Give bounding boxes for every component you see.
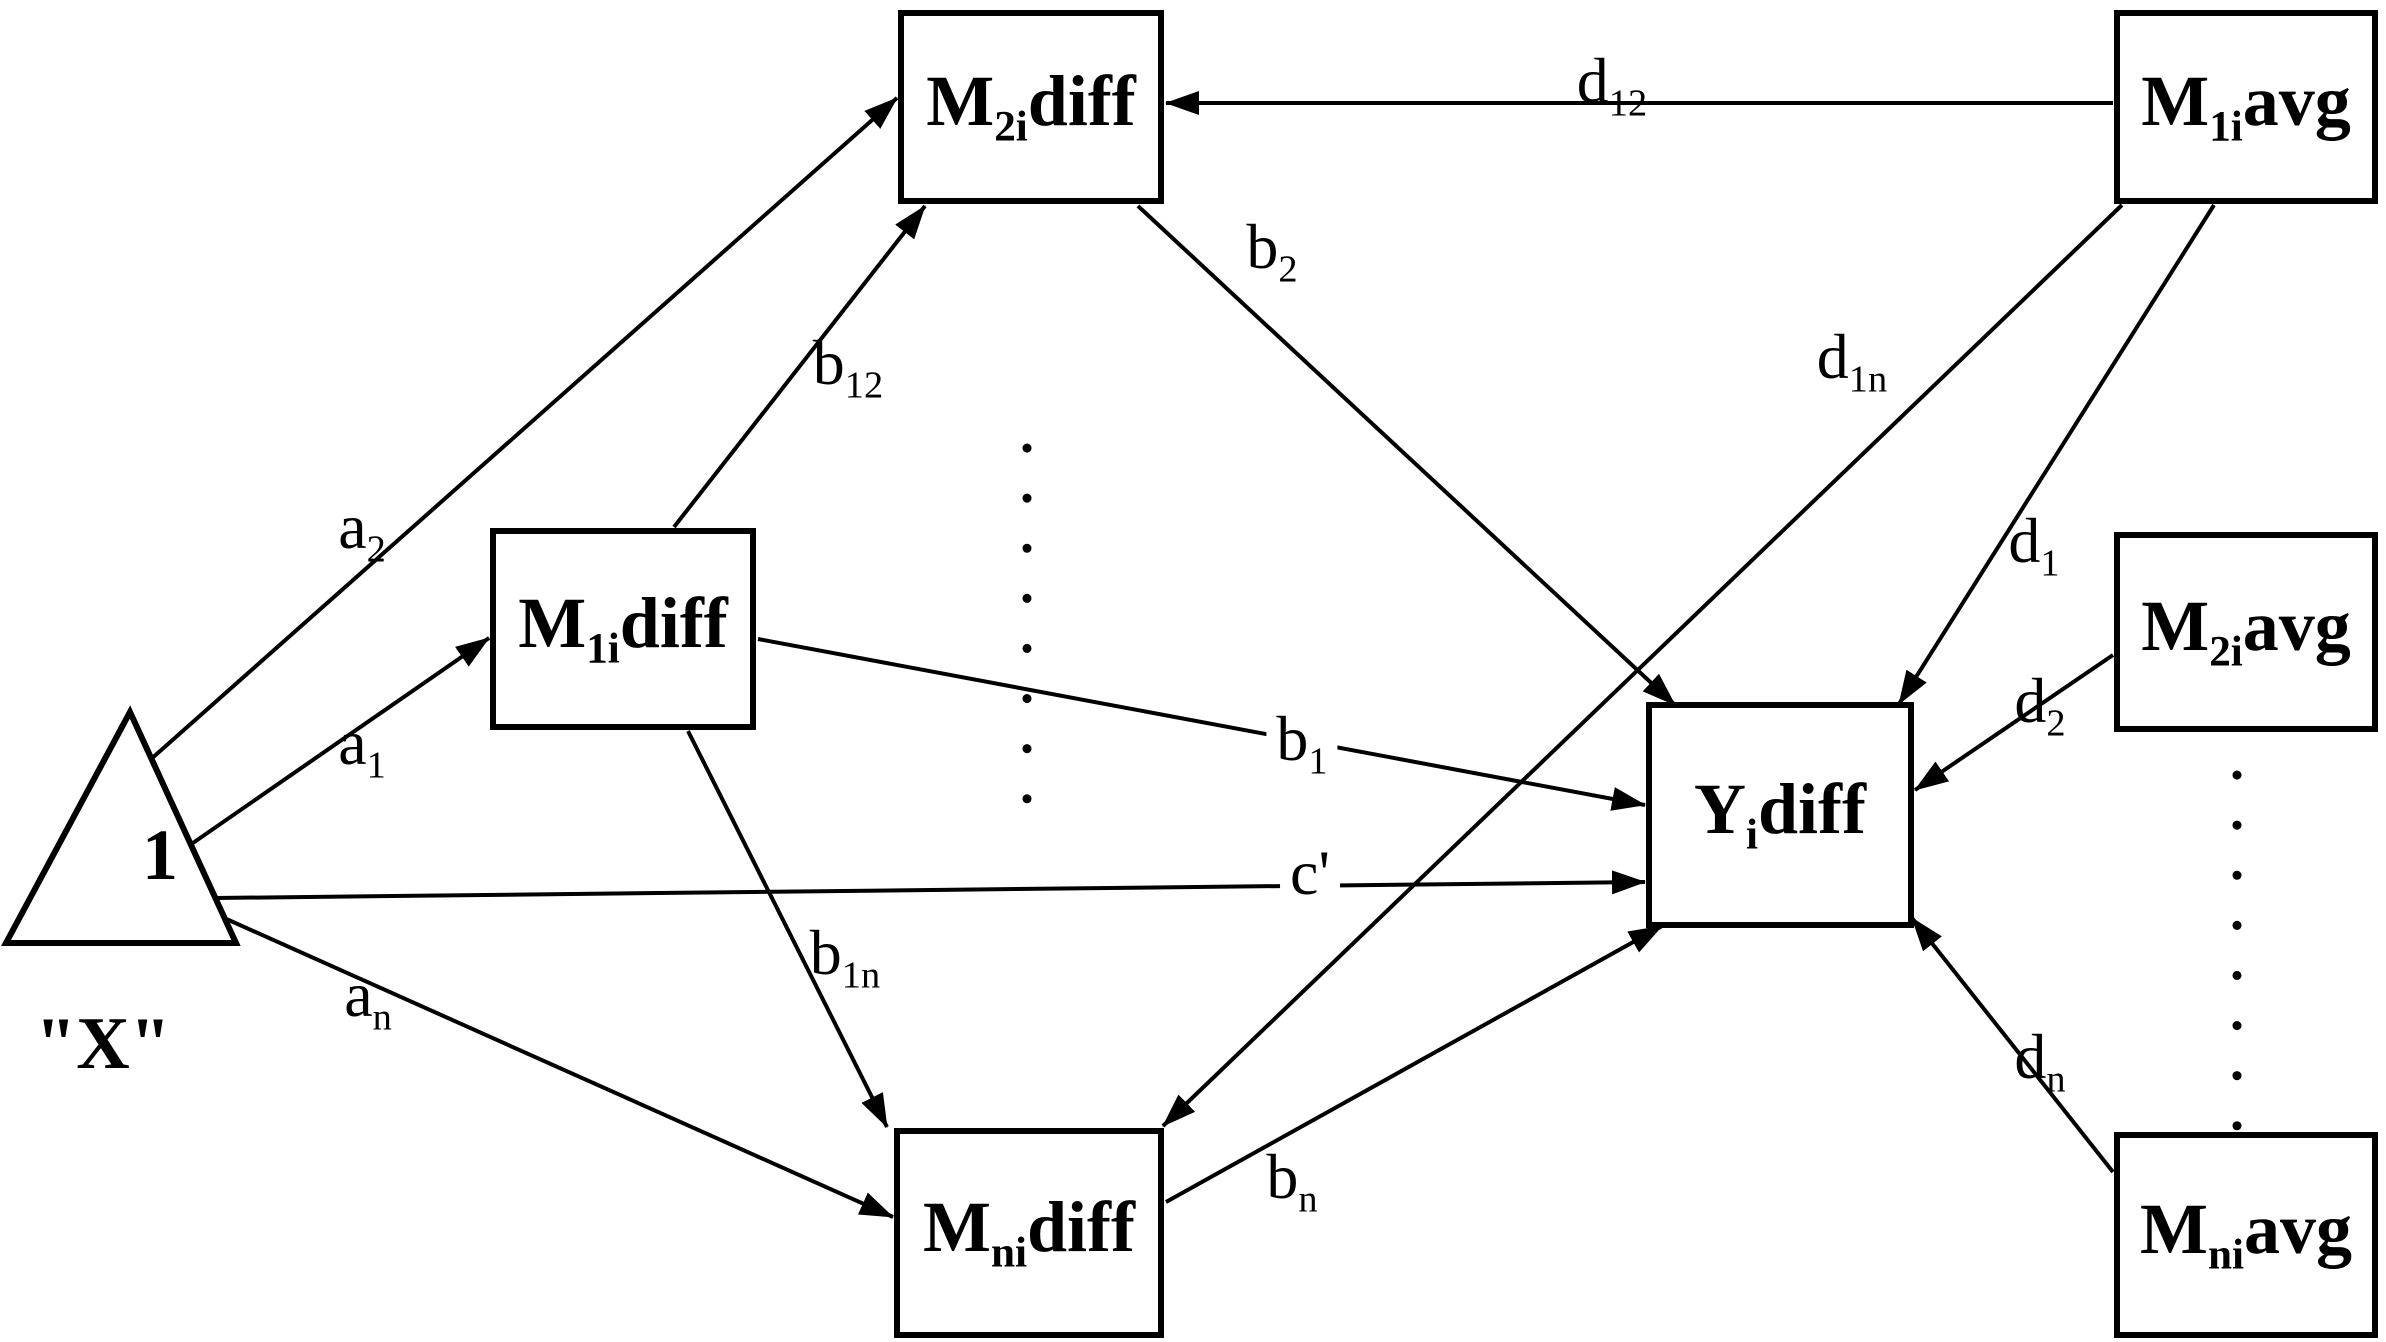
node-m2i-diff: M2idiff (898, 10, 1164, 204)
edge-b12-line (672, 204, 927, 529)
node-m1i-diff: M1idiff (490, 528, 756, 730)
edge-b1-line (757, 637, 1646, 811)
node-mni-diff-label: Mnidiff (923, 1187, 1135, 1277)
edge-label-d2: d2 (2014, 664, 2066, 745)
edge-a2-line (148, 96, 899, 762)
edge-d1-line (1897, 203, 2216, 706)
node-m2i-avg-label: M2iavg (2141, 586, 2351, 676)
edge-label-d1: d1 (2008, 504, 2060, 585)
node-mni-avg-label: Mniavg (2140, 1189, 2352, 1279)
edge-b1n-line (686, 730, 889, 1128)
node-m1i-diff-label: M1idiff (518, 583, 728, 673)
x-triangle-label: 1 (142, 815, 178, 895)
edge-d2-line (1913, 653, 2115, 792)
node-m1i-avg-label: M1iavg (2141, 61, 2351, 151)
edge-label-c-prime: c' (1280, 840, 1340, 916)
node-mni-avg: Mniavg (2114, 1132, 2378, 1338)
edge-an-line (212, 911, 894, 1219)
node-m2i-avg: M2iavg (2114, 532, 2378, 732)
edge-label-d1n: d1n (1816, 320, 1888, 401)
edge-label-b1: b1 (1266, 706, 1338, 782)
edge-label-d12: d12 (1576, 44, 1648, 125)
edge-a1-line (188, 636, 491, 847)
edge-label-a2: a2 (338, 490, 386, 571)
edge-label-a1: a1 (338, 706, 386, 787)
edge-label-b2: b2 (1246, 210, 1298, 291)
edge-dn-line (1910, 916, 2115, 1174)
edge-bn-line (1165, 924, 1663, 1204)
node-mni-diff: Mnidiff (894, 1128, 1164, 1338)
edge-label-dn: dn (2014, 1020, 2066, 1101)
node-m2i-diff-label: M2idiff (926, 61, 1136, 151)
edge-b2-line (1136, 204, 1677, 707)
edge-c-prime-line (214, 870, 1646, 900)
edge-label-b12: b12 (812, 326, 884, 407)
edge-label-bn: bn (1266, 1140, 1318, 1221)
x-caption: "X" (35, 1003, 171, 1085)
edge-d1n-line (1161, 203, 2124, 1128)
node-yi-diff: Yidiff (1646, 702, 1914, 928)
edge-label-b1n: b1n (809, 916, 881, 997)
edge-label-an: an (344, 958, 392, 1039)
node-m1i-avg: M1iavg (2114, 10, 2378, 204)
x-triangle (0, 705, 241, 946)
node-yi-diff-label: Yidiff (1694, 769, 1866, 859)
